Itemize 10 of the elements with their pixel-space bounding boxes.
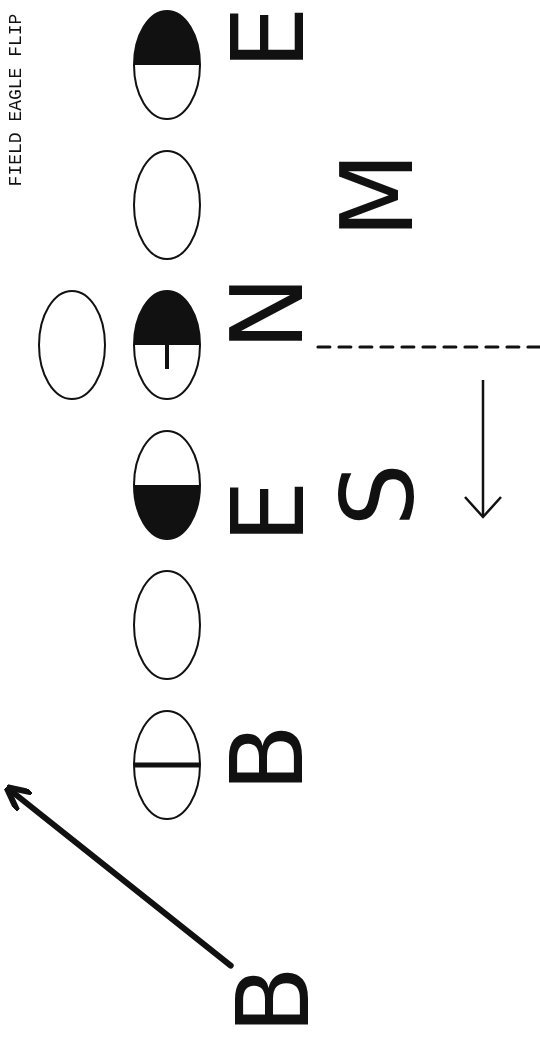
defender-letter: N	[217, 275, 318, 351]
defender-letter: E	[218, 6, 319, 70]
route-arrow	[3, 784, 234, 969]
defender-letter: E	[218, 480, 319, 544]
defender-letter: S	[328, 463, 429, 527]
play-title: FIELD EAGLE FLIP	[6, 13, 25, 187]
dashed-path-line	[316, 345, 540, 349]
defender-letter: M	[328, 151, 429, 239]
defender-letter: B	[223, 965, 324, 1035]
defender-letter: B	[217, 723, 318, 793]
